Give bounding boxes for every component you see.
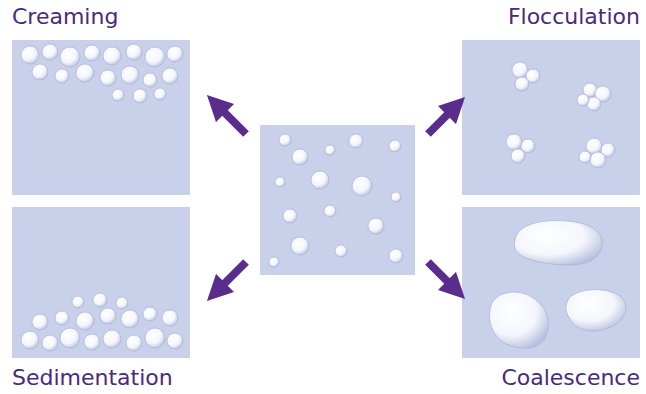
- center-panel: [260, 125, 415, 275]
- panel: [462, 207, 640, 358]
- stage-heading: Coalescence: [501, 365, 640, 391]
- droplets: [21, 44, 626, 351]
- process-arrows: [216, 104, 456, 292]
- stage-panel: Coalescence: [462, 207, 640, 391]
- stage-panel: Flocculation: [462, 4, 640, 195]
- stage-heading: Flocculation: [508, 4, 640, 30]
- stage-heading: Sedimentation: [12, 365, 173, 391]
- stage-heading: Creaming: [12, 4, 118, 30]
- stage-panel: Sedimentation: [12, 207, 190, 391]
- panel: [462, 40, 640, 195]
- panel: [12, 40, 190, 195]
- stage-panel: Creaming: [12, 4, 190, 195]
- panel: [12, 207, 190, 358]
